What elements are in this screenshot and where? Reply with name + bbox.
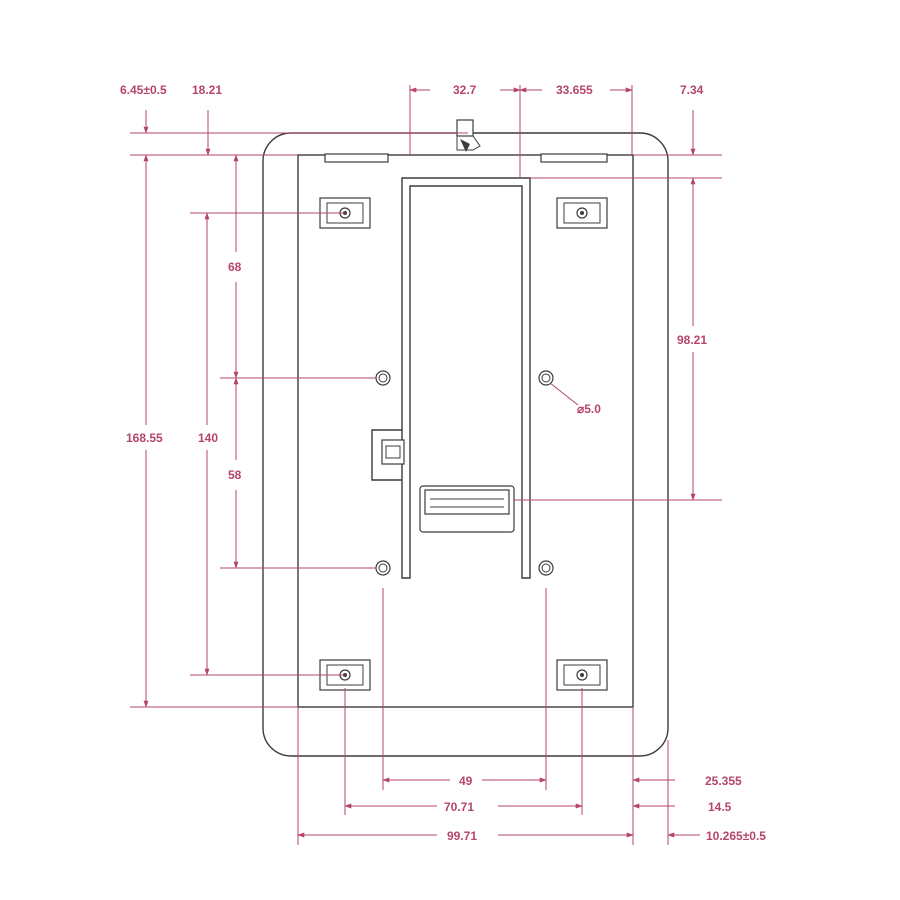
top-clip-right (540, 153, 608, 163)
screw-hole-lower-right (538, 560, 554, 576)
screw-hole-lower-left (375, 560, 391, 576)
mount-bracket-bottom-right (556, 659, 608, 691)
device-body (262, 119, 669, 757)
dim-top-slot-left: 32.7 (453, 83, 477, 97)
dim-right-vertical: 98.21 (677, 333, 707, 347)
dim-top-right-offset: 7.34 (680, 83, 704, 97)
ribbon-connector (419, 485, 515, 533)
screw-hole-upper-right (538, 370, 554, 386)
dimension-lines (130, 85, 722, 845)
inner-panel (297, 154, 634, 708)
dim-bottom-overall-width: 99.71 (447, 829, 477, 843)
dim-overall-height: 168.55 (126, 431, 163, 445)
dim-right-offset-3: 10.265±0.5 (706, 829, 766, 843)
side-connector (371, 429, 405, 481)
dim-hole-diameter: ⌀5.0 (577, 402, 601, 416)
dimension-labels: 6.45±0.5 18.21 32.7 33.655 7.34 168.55 1… (120, 83, 766, 843)
dim-bottom-inner-hole-spacing: 49 (459, 774, 473, 788)
dim-lower-hole-spacing: 58 (228, 468, 242, 482)
dim-mount-holes-vertical: 140 (198, 431, 218, 445)
dim-bottom-outer-hole-spacing: 70.71 (444, 800, 474, 814)
dim-top-slot-right: 33.655 (556, 83, 593, 97)
screw-hole-upper-left (375, 370, 391, 386)
dim-top-left-offset: 6.45±0.5 (120, 83, 167, 97)
dim-right-offset-2: 14.5 (708, 800, 732, 814)
dim-upper-hole-spacing: 68 (228, 260, 242, 274)
dim-top-left-inner: 18.21 (192, 83, 222, 97)
top-tab (456, 119, 481, 152)
dim-right-offset-1: 25.355 (705, 774, 742, 788)
center-bracket (401, 177, 531, 579)
top-clip-left (324, 153, 389, 163)
mount-bracket-top-right (556, 197, 608, 229)
